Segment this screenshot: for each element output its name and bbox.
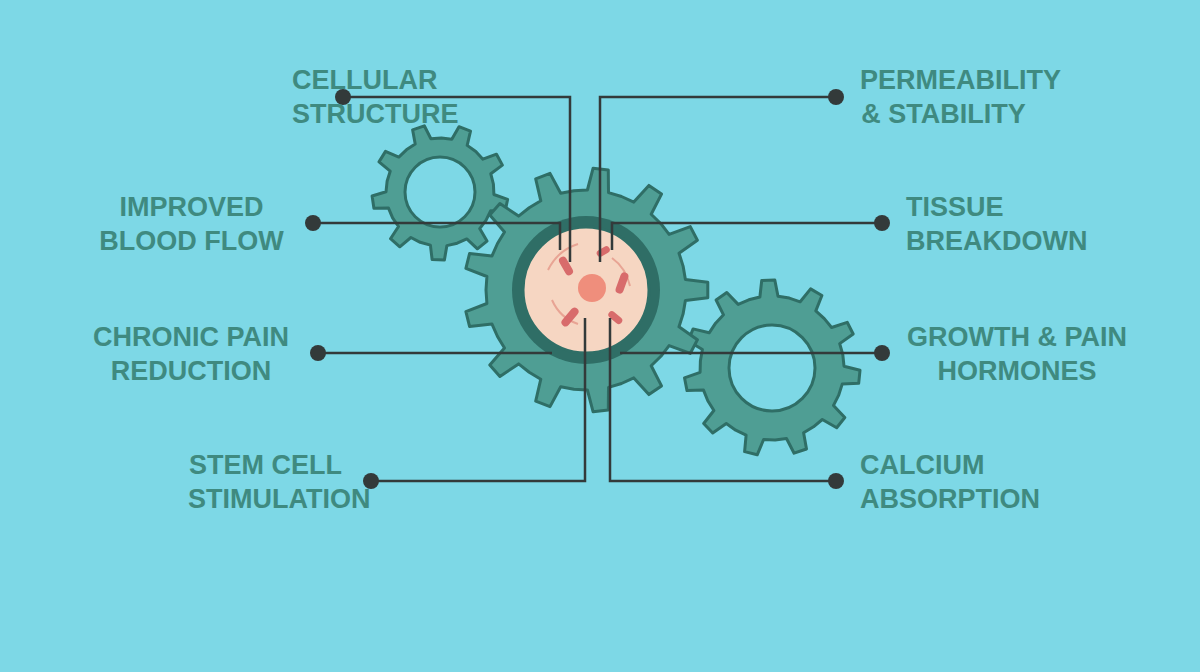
leader-dot xyxy=(874,345,890,361)
leader-dot xyxy=(828,473,844,489)
leader-dot xyxy=(335,89,351,105)
leader-line xyxy=(343,97,570,262)
callout-label: STEM CELL STIMULATION xyxy=(188,448,343,516)
nucleus xyxy=(578,274,606,302)
callout-label: CELLULAR STRUCTURE xyxy=(292,63,315,131)
leader-lines xyxy=(313,97,882,481)
gears xyxy=(372,126,860,455)
callout-label: CALCIUM ABSORPTION xyxy=(860,448,883,516)
gear-hole xyxy=(729,325,815,411)
callout-label: GROWTH & PAIN HORMONES xyxy=(906,320,1128,388)
organelle xyxy=(558,255,575,276)
callout-label: PERMEABILITY & STABILITY xyxy=(860,63,1027,131)
leader-line xyxy=(318,352,552,355)
callout-label: TISSUE BREAKDOWN xyxy=(906,190,929,258)
gear xyxy=(685,280,861,455)
leader-dot xyxy=(828,89,844,105)
leader-line xyxy=(371,318,585,481)
cell-texture xyxy=(548,244,630,324)
leader-dots xyxy=(305,89,890,489)
leader-line xyxy=(610,318,836,481)
callout-label: IMPROVED BLOOD FLOW xyxy=(98,190,285,258)
leader-line xyxy=(612,223,882,250)
leader-line xyxy=(600,97,836,262)
leader-line xyxy=(313,223,560,250)
gear xyxy=(372,126,508,260)
organelles xyxy=(558,245,630,328)
gear xyxy=(466,168,708,412)
organelle xyxy=(614,271,629,294)
callout-label: CHRONIC PAIN REDUCTION xyxy=(92,320,290,388)
leader-dot xyxy=(874,215,890,231)
gear-hole xyxy=(405,157,475,227)
organelle xyxy=(595,245,611,258)
leader-line xyxy=(620,352,882,355)
organelle xyxy=(560,306,580,328)
leader-dot xyxy=(305,215,321,231)
leader-dot xyxy=(310,345,326,361)
leader-dot xyxy=(363,473,379,489)
